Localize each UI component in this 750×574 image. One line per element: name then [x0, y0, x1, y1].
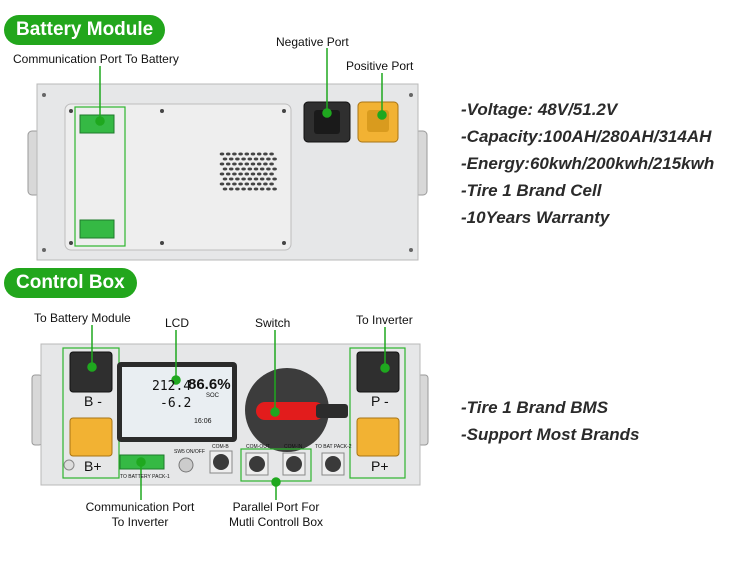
- mark-com-out: COM-OUT: [246, 444, 270, 450]
- lcd-current: -6.2: [160, 396, 192, 411]
- lcd-soc: SOC: [206, 393, 220, 399]
- label-communication-port-to-battery: Communication Port To Battery: [13, 52, 179, 66]
- callout-lines: [87, 48, 390, 500]
- lcd-percent: 86.6%: [188, 376, 231, 393]
- label-parallel-line1: Parallel Port For: [232, 500, 320, 514]
- vent-grille: [219, 152, 277, 191]
- label-negative-port: Negative Port: [276, 35, 349, 49]
- mark-to-bat-pack1: TO BATTERY PACK-1: [120, 474, 170, 480]
- battery-module-title: Battery Module: [4, 15, 166, 45]
- label-lcd: LCD: [165, 316, 190, 330]
- label-comm-port-line2: To Inverter: [111, 515, 169, 529]
- mark-com-b: COM-B: [212, 444, 229, 450]
- spec-capacity: -Capacity:100AH/280AH/314AH: [461, 127, 712, 146]
- mark-onoff: ON/OFF: [186, 449, 205, 455]
- mark-p-plus: P+: [371, 458, 389, 474]
- label-to-inverter: To Inverter: [356, 313, 413, 327]
- spec-brands: -Support Most Brands: [461, 425, 640, 444]
- spec-cell: -Tire 1 Brand Cell: [461, 181, 602, 200]
- mark-com-in: COM-IN: [284, 444, 303, 450]
- label-comm-port-line1: Communication Port: [85, 500, 195, 514]
- spec-warranty: -10Years Warranty: [461, 208, 610, 227]
- battery-power-ports: [303, 101, 399, 143]
- label-to-battery-module: To Battery Module: [34, 311, 131, 325]
- mark-to-bat-pack2: TO BAT PACK-2: [315, 444, 352, 450]
- control-box-title: Control Box: [4, 268, 137, 298]
- lcd-time: 16:06: [194, 418, 212, 425]
- mark-p-minus: P -: [371, 393, 389, 409]
- mark-b-minus: B -: [84, 393, 102, 409]
- spec-bms: -Tire 1 Brand BMS: [461, 398, 609, 417]
- mark-sw: SW5: [174, 449, 185, 455]
- spec-voltage: -Voltage: 48V/51.2V: [461, 100, 618, 119]
- spec-energy: -Energy:60kwh/200kwh/215kwh: [461, 154, 715, 173]
- label-parallel-line2: Mutli Controll Box: [228, 515, 324, 529]
- lcd-voltage: 212.4: [152, 379, 192, 394]
- mark-b-plus: B+: [84, 458, 102, 474]
- label-switch: Switch: [255, 316, 291, 330]
- label-positive-port: Positive Port: [346, 59, 414, 73]
